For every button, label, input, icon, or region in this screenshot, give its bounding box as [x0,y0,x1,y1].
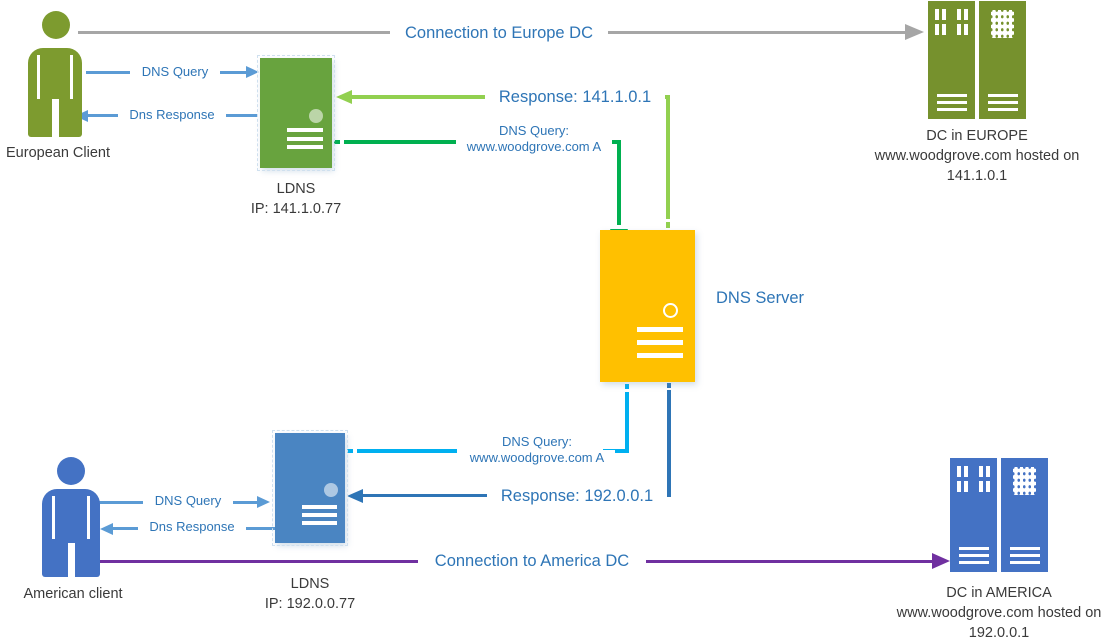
ldns-america-caption: LDNS IP: 192.0.0.77 [250,574,370,614]
us-query-line1: DNS Query: [501,434,573,449]
person-head [42,11,70,39]
eu-query-connector-line [617,140,621,225]
us-query-line2: www.woodgrove.com A [459,450,615,466]
eu-query-line2: www.woodgrove.com A [456,139,612,155]
us-dns-response-label: Dns Response [138,519,246,535]
eu-response-connector-dash [666,222,670,228]
rack-slots-icon [950,543,997,564]
eu-query-connector-line [344,140,456,144]
dns-server-icon [600,230,695,382]
dc-europe-host: www.woodgrove.com hosted on [874,148,1080,164]
us-query-connector-dash [625,384,629,389]
eu-response-connector-line [666,95,670,219]
us-dns-query-label: DNS Query [143,493,233,509]
ldns-america-server-icon [272,430,348,546]
ldns-america-ip: IP: 192.0.0.77 [264,596,356,612]
rack-ports-icon [991,10,1014,38]
rack-slots-icon [928,90,975,111]
dns-server-caption: DNS Server [716,289,805,307]
arrowhead-left-icon [347,489,363,503]
us-response-connector-line [667,390,671,496]
eu-query-line1: DNS Query: [498,123,570,138]
rack-vents-icon [928,9,975,35]
us-response-label: Response: 192.0.0.1 [487,486,667,506]
dc-america-caption: DC in AMERICA www.woodgrove.com hosted o… [884,583,1114,643]
america-dc-connector-label: Connection to America DC [418,551,646,571]
ldns-america-name: LDNS [290,576,330,592]
us-query-connector-line [357,449,457,453]
server-rack-icon [979,1,1026,119]
person-body [28,48,82,137]
dc-america-racks-icon [950,458,1048,572]
us-query-connector-line [603,449,629,453]
ldns-europe-name: LDNS [276,181,316,197]
server-led-icon [324,483,338,497]
rack-ports-icon [1013,467,1036,495]
arrowhead-right-icon [905,24,924,40]
ldns-europe-caption: LDNS IP: 141.1.0.77 [236,179,356,219]
us-query-connector-dash [347,449,353,453]
ldns-europe-server-icon [257,55,335,171]
eu-dns-response-label: Dns Response [118,107,226,123]
arrowhead-right-icon [246,66,259,78]
european-client-caption: European Client [6,145,110,161]
dc-europe-caption: DC in EUROPE www.woodgrove.com hosted on… [862,126,1092,186]
american-client-caption: American client [23,586,123,602]
us-response-connector-dash [667,383,671,388]
arrowhead-right-icon [257,496,270,508]
american-client-person-icon [42,457,100,577]
eu-response-label: Response: 141.1.0.1 [485,87,665,107]
server-vents-icon [287,128,323,149]
arrowhead-left-icon [100,523,113,535]
eu-query-connector-dash [334,140,340,144]
dc-europe-racks-icon [928,1,1026,119]
european-client-person-icon [28,11,82,137]
dc-america-name: DC in AMERICA [946,585,1052,601]
server-rack-icon [928,1,975,119]
eu-query-to-dns-label: DNS Query: www.woodgrove.com A [452,123,616,155]
ldns-europe-ip: IP: 141.1.0.77 [250,201,342,217]
server-vents-icon [302,505,337,525]
server-rack-icon [1001,458,1048,572]
europe-dc-connector-label: Connection to Europe DC [390,23,608,43]
us-query-connector-line [625,392,629,453]
arrowhead-left-icon [336,90,352,104]
server-led-icon [663,303,678,318]
dc-america-host: www.woodgrove.com hosted on [896,605,1102,621]
person-head [57,457,85,485]
dc-europe-ip: 141.1.0.1 [946,168,1008,184]
server-vents-icon [637,327,683,358]
rack-slots-icon [979,90,1026,111]
arrowhead-right-icon [932,553,950,569]
us-query-to-dns-label: DNS Query: www.woodgrove.com A [455,434,619,466]
person-body [42,489,100,577]
server-led-icon [309,109,323,123]
dc-america-ip: 192.0.0.1 [968,625,1030,641]
server-rack-icon [950,458,997,572]
dc-europe-name: DC in EUROPE [926,128,1028,144]
rack-vents-icon [950,466,997,492]
rack-slots-icon [1001,543,1048,564]
eu-dns-query-label: DNS Query [130,64,220,80]
